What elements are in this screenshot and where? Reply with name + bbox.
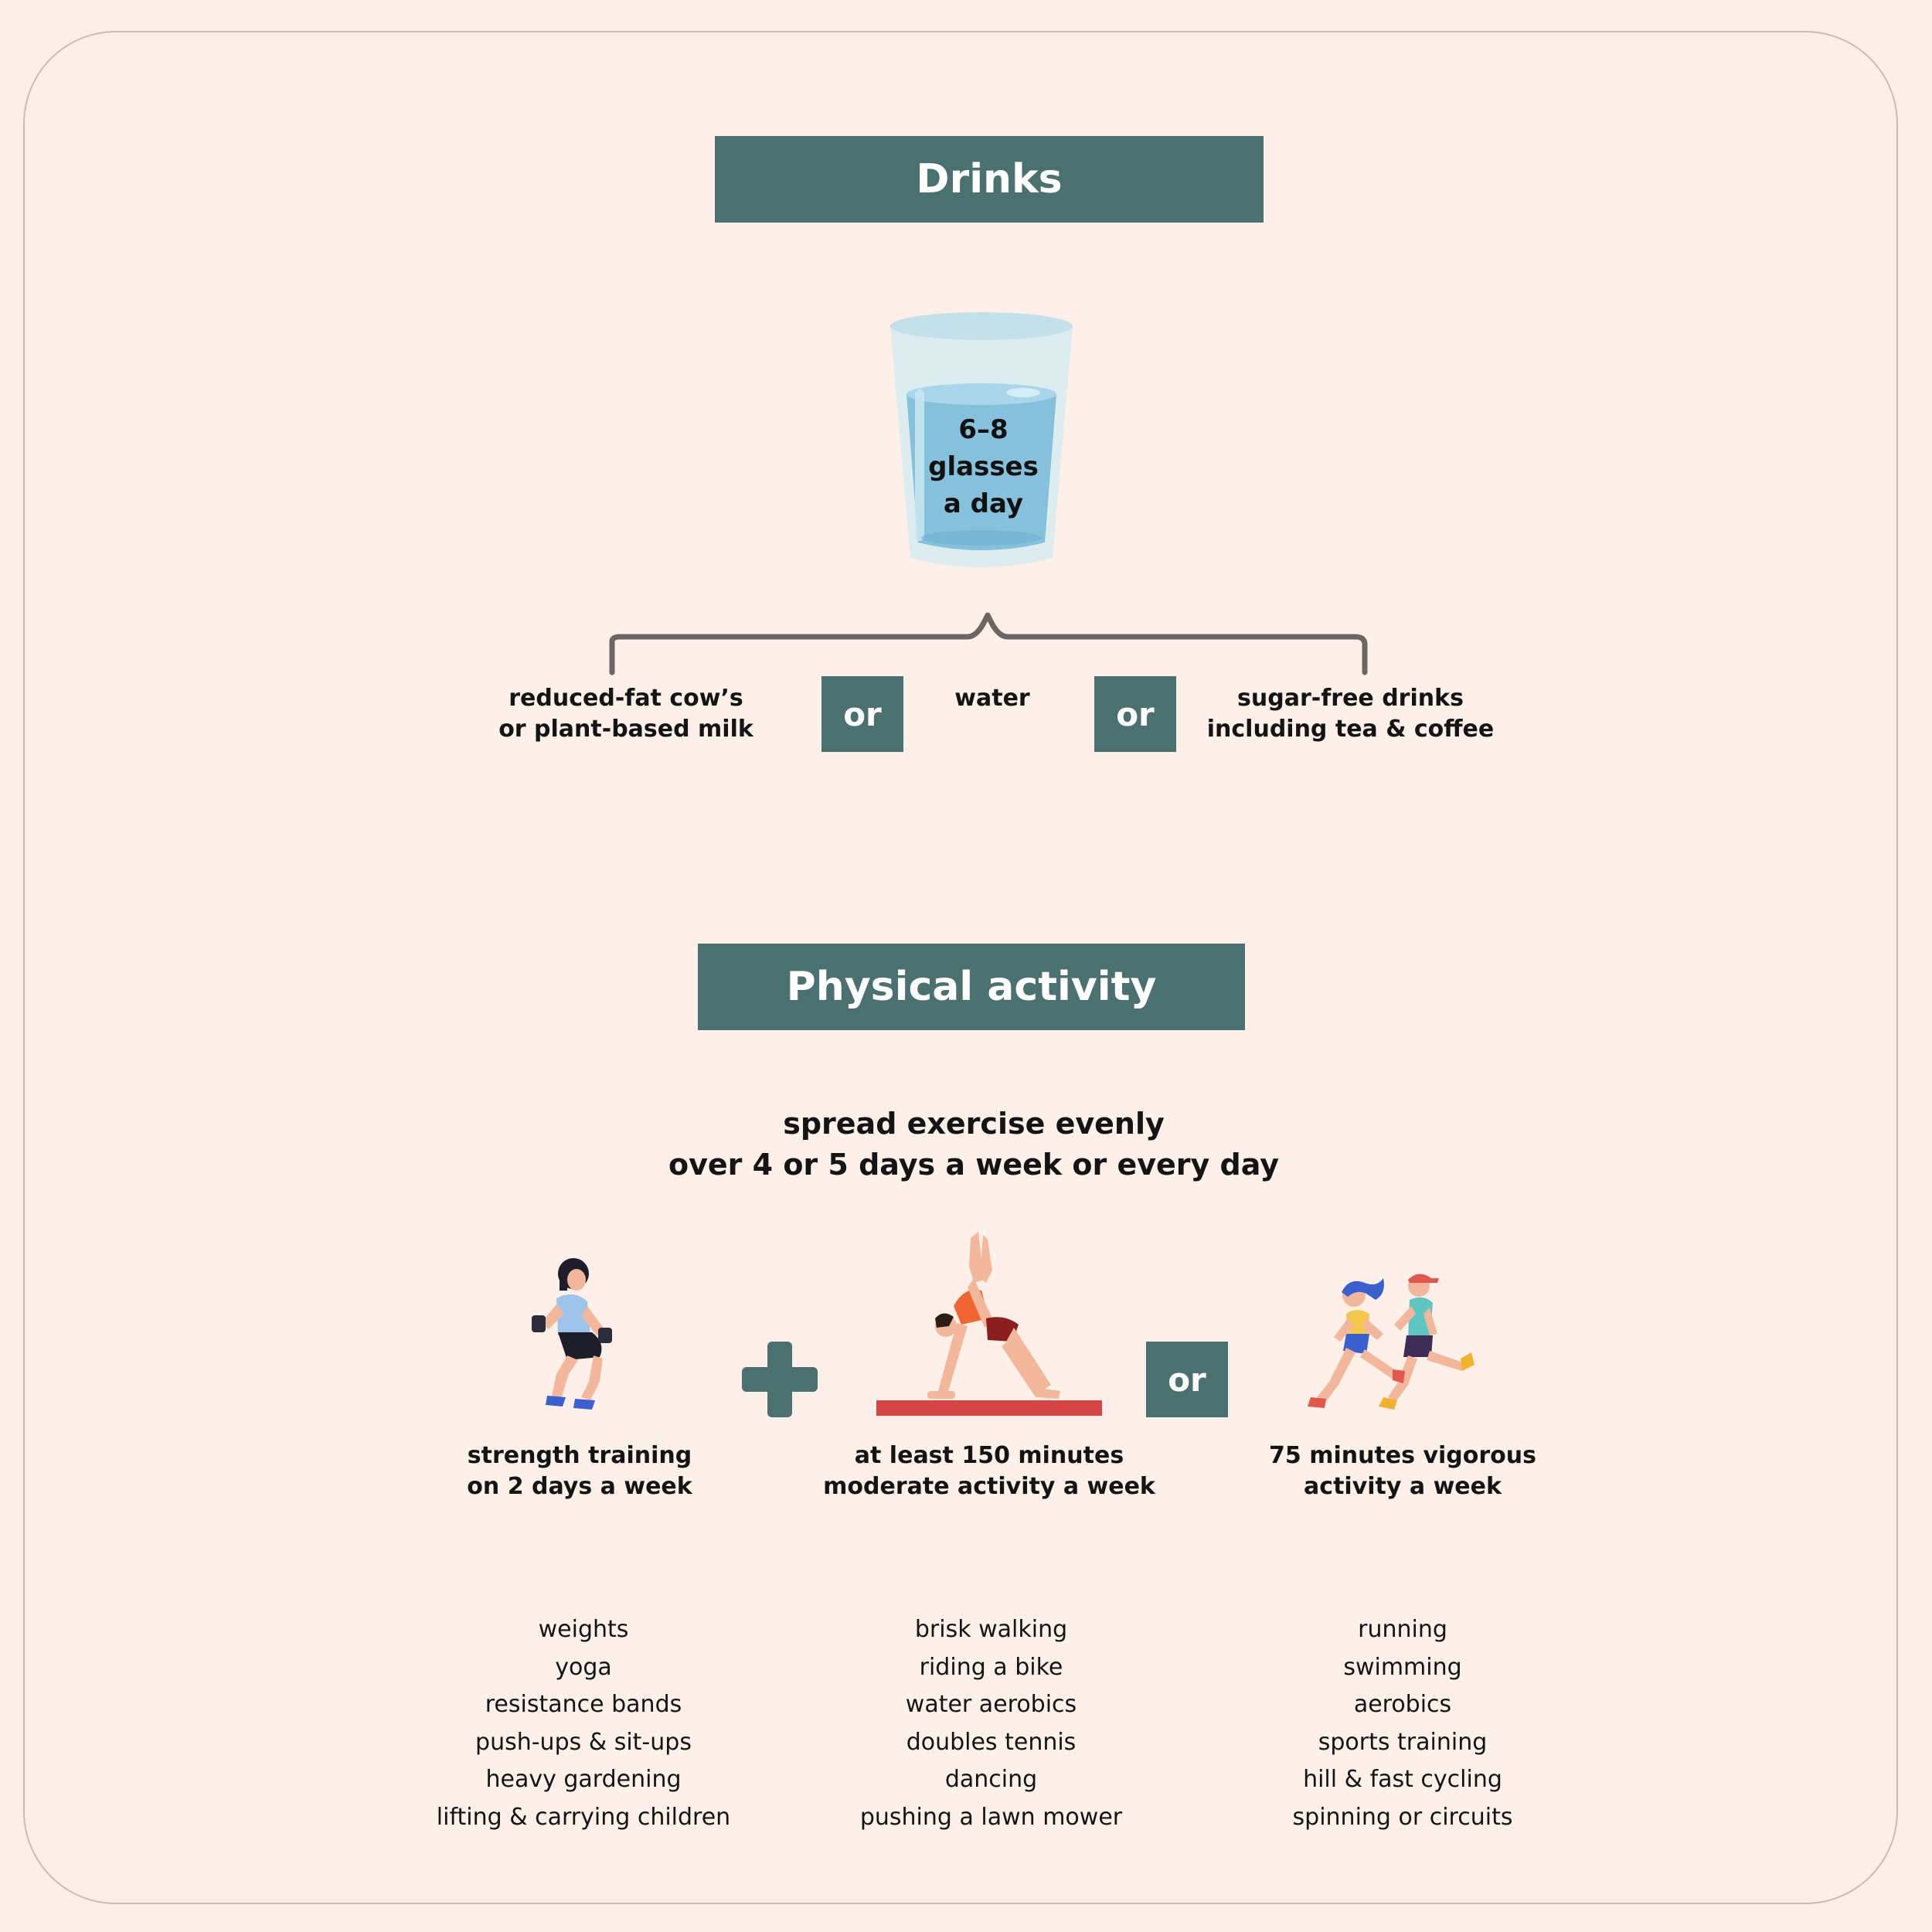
strength-examples-list: weights yoga resistance bands push-ups &… [410,1611,757,1836]
list-item: aerobics [1353,1691,1452,1718]
moderate-activity-label: at least 150 minutes moderate activity a… [823,1442,1155,1500]
content-card [23,31,1898,1904]
list-item: hill & fast cycling [1303,1766,1502,1793]
list-item: yoga [555,1653,612,1681]
list-item: riding a bike [919,1653,1063,1681]
strength-training-icon [532,1258,612,1410]
list-item: running [1358,1616,1447,1643]
or-badge-drinks-1: or [821,676,903,752]
list-item: dancing [944,1766,1038,1793]
drink-option-milk: reduced-fat cow’s or plant-based milk [498,685,753,743]
plus-icon [742,1342,818,1417]
list-item: doubles tennis [906,1728,1077,1756]
brace-connector [609,612,1368,675]
drinks-heading-text: Drinks [916,156,1063,202]
glass-amount-label: 6–8 glasses a day [928,414,1039,519]
list-item: lifting & carrying children [436,1803,731,1831]
runners-icon [1308,1274,1475,1410]
list-item: pushing a lawn mower [859,1803,1123,1831]
or-badge-drinks-2: or [1094,676,1176,752]
activity-heading-text: Physical activity [786,964,1157,1010]
list-item: sports training [1318,1728,1488,1756]
list-item: water aerobics [905,1691,1077,1718]
strength-training-label: strength training on 2 days a week [467,1442,692,1500]
drinks-heading: Drinks [715,136,1264,223]
vigorous-activity-label: 75 minutes vigorous activity a week [1269,1442,1536,1500]
list-item: resistance bands [485,1691,682,1718]
water-glass-icon [890,312,1073,567]
activity-heading: Physical activity [698,944,1245,1030]
activity-subtitle: spread exercise evenly over 4 or 5 days … [668,1107,1279,1182]
drink-option-water: water [954,685,1030,712]
yoga-pose-icon [876,1232,1102,1416]
moderate-examples-list: brisk walking riding a bike water aerobi… [819,1611,1163,1836]
list-item: spinning or circuits [1292,1803,1513,1831]
list-item: swimming [1343,1653,1462,1681]
drink-option-sugar-free: sugar-free drinks including tea & coffee [1206,685,1495,743]
list-item: weights [538,1616,629,1643]
vigorous-examples-list: running swimming aerobics sports trainin… [1252,1611,1553,1836]
list-item: heavy gardening [485,1766,682,1793]
list-item: push-ups & sit-ups [475,1728,692,1756]
list-item: brisk walking [914,1616,1068,1643]
or-badge-activity: or [1146,1342,1228,1417]
